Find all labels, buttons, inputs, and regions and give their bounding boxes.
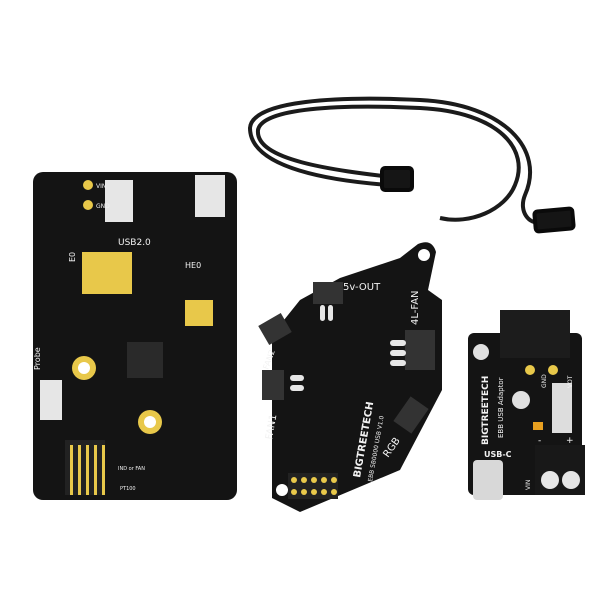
minus-label: - <box>538 436 541 446</box>
vot-label: VOT <box>567 375 574 388</box>
power-connector <box>105 180 133 222</box>
rgb-connector <box>393 396 429 434</box>
extruder-label: E0 <box>68 252 77 262</box>
main-board: USB2.0 VIN GND Probe HE0 E0 PT100 IND or… <box>33 172 237 500</box>
usb-cable <box>247 96 576 234</box>
pt100-label: PT100 <box>120 486 136 492</box>
pin-header <box>288 473 338 499</box>
plus-label: + <box>566 436 574 446</box>
adapter-brand-logo: BIGTREETECH <box>481 376 491 445</box>
endstop-label: IND or FAN <box>118 466 145 472</box>
heater-label: HE0 <box>185 261 201 270</box>
usb-label: USB2.0 <box>118 238 151 248</box>
usb-c-label: USB-C <box>484 450 512 459</box>
probe-label: Probe <box>33 347 42 370</box>
4l-fan-connector <box>405 330 435 370</box>
switch <box>552 383 572 433</box>
gnd-label: GND <box>96 203 110 210</box>
gold-pad-small <box>185 300 213 326</box>
4l-fan-label: 4L-FAN <box>410 290 421 325</box>
usb-connector <box>195 175 225 217</box>
mcu-chip <box>127 342 163 378</box>
5v-out-connector <box>313 282 343 304</box>
vin-label: VIN <box>96 183 106 190</box>
vin-label: VIN <box>525 480 532 490</box>
gnd-label: GND <box>541 374 548 388</box>
adapter-model-label: EBB USB Adaptor <box>497 377 505 438</box>
gold-pad <box>82 252 132 294</box>
toolhead-board: 5v-OUT 4L-FAN FAN2 FAN1 RGB BIGTREETECH … <box>258 242 442 512</box>
5v-out-label: 5v-OUT <box>343 282 381 293</box>
adapter-board: BIGTREETECH EBB USB Adaptor USB-C GND VO… <box>468 310 585 500</box>
probe-connector <box>40 380 62 420</box>
output-connector <box>500 310 570 358</box>
fan1-label: FAN1 <box>264 413 279 440</box>
screw-terminal <box>535 445 585 495</box>
fan2-connector <box>258 312 292 346</box>
fan1-connector <box>262 370 284 400</box>
cable-connector-a <box>380 166 414 192</box>
usb-c-port <box>473 460 503 500</box>
cable-connector-b <box>532 206 576 234</box>
